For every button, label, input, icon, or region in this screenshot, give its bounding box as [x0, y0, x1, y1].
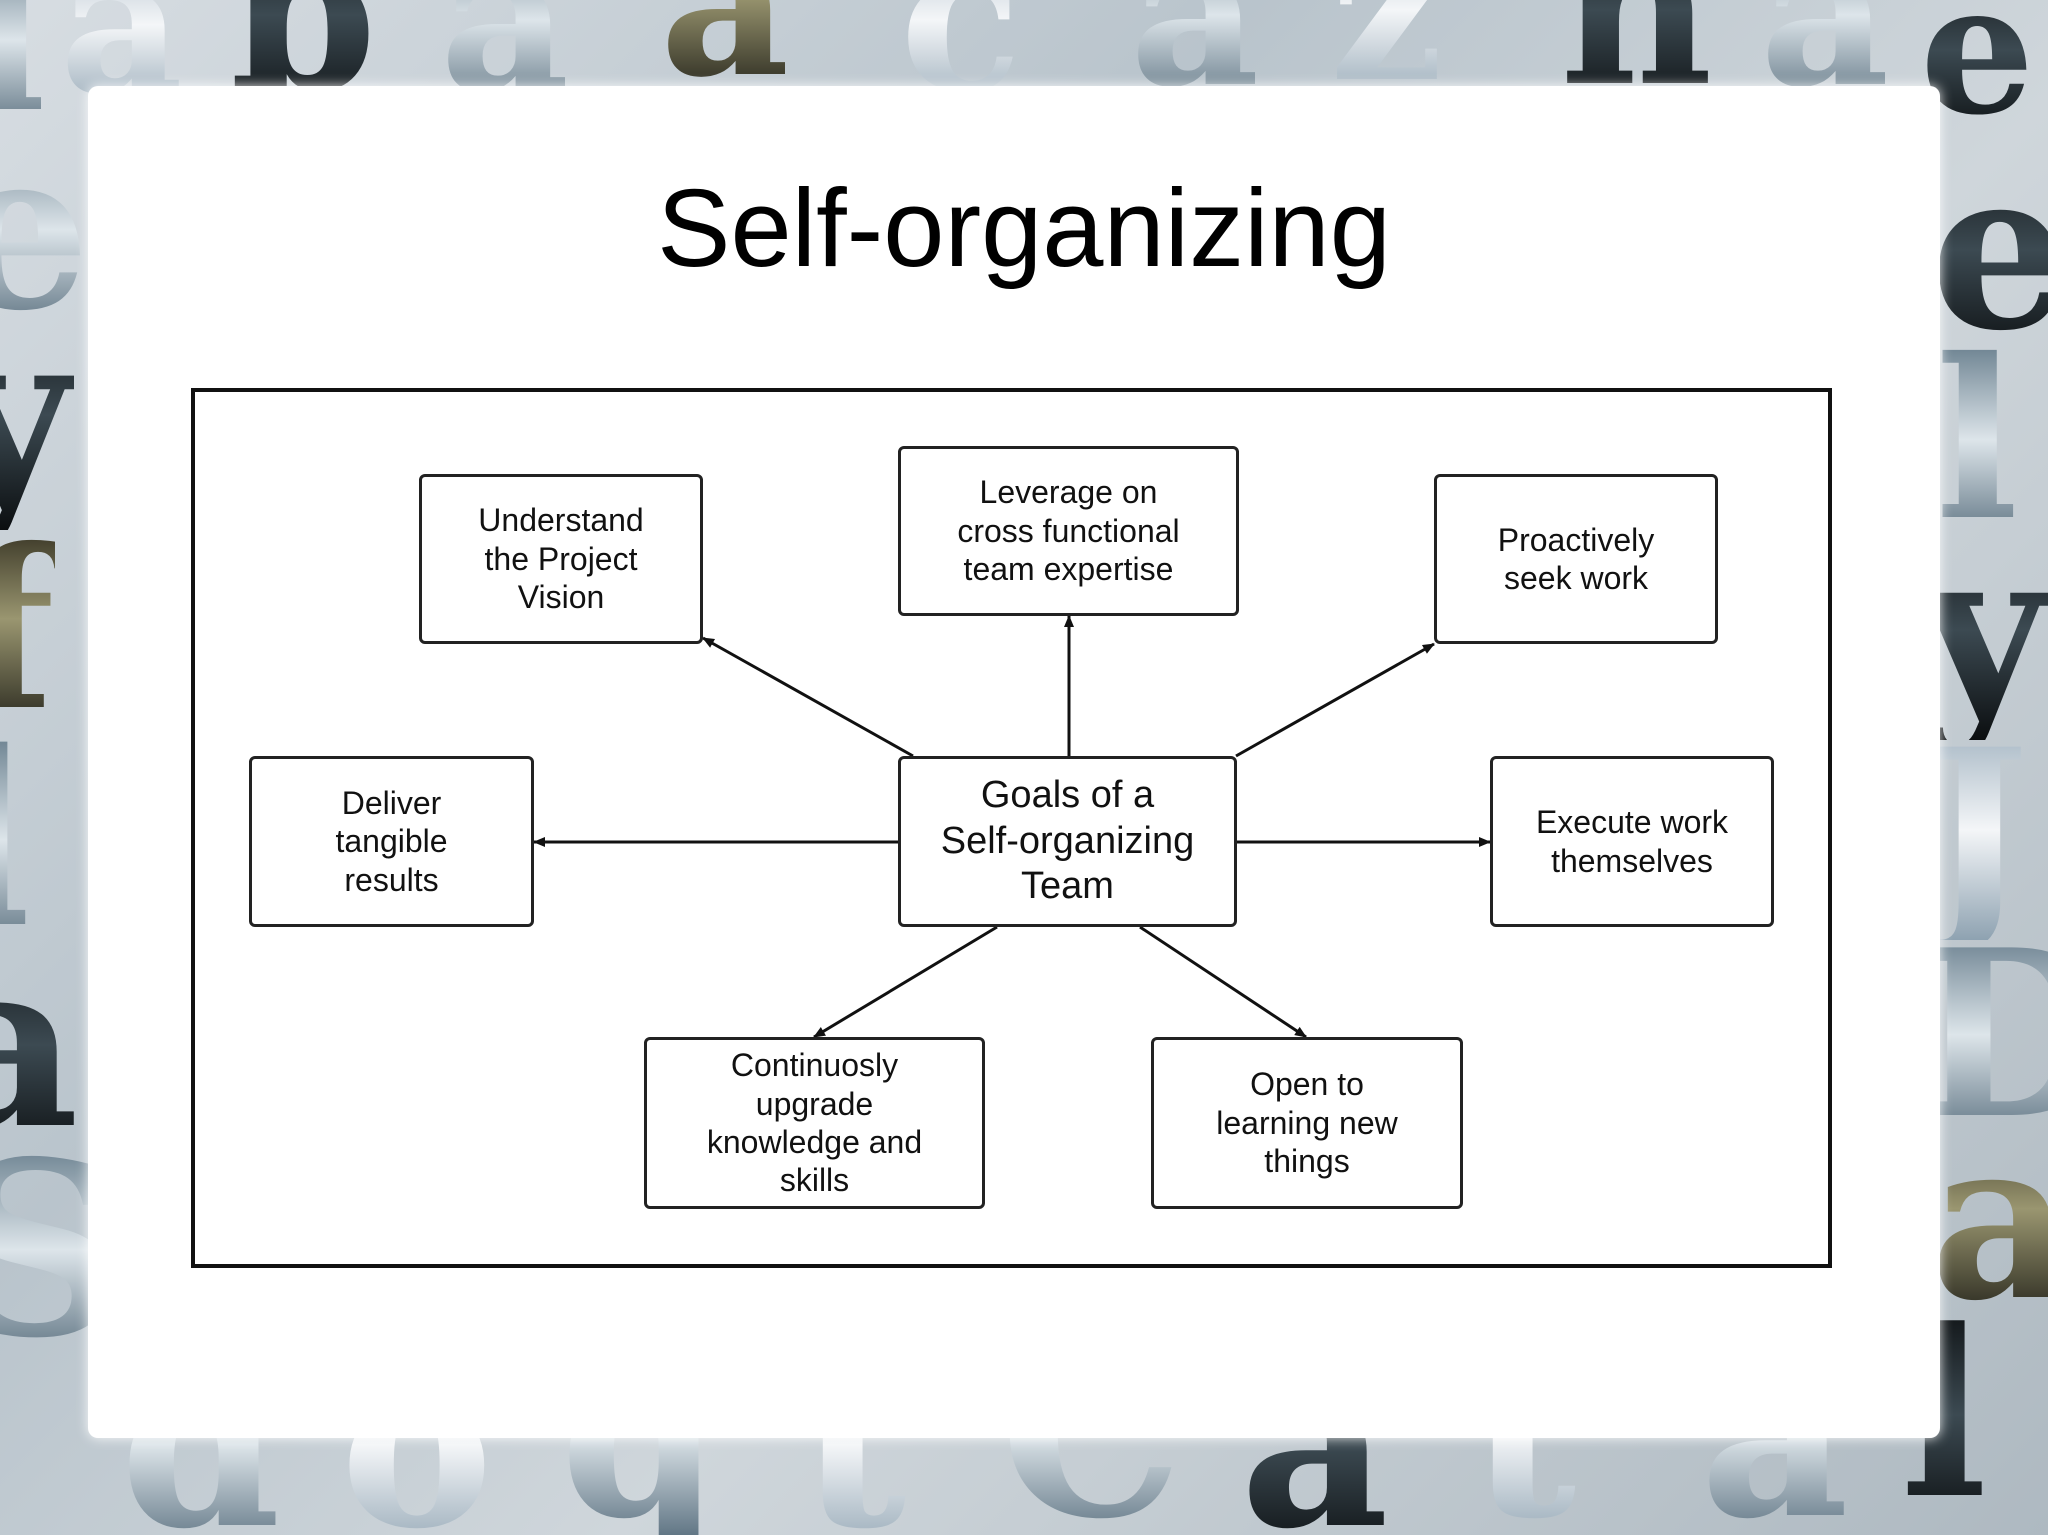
node-proactively-seek-work: Proactively seek work — [1434, 474, 1718, 644]
node-understand-project-vision: Understand the Project Vision — [419, 474, 703, 644]
decorative-glyph: l — [0, 720, 31, 960]
decorative-glyph: a — [0, 930, 79, 1160]
decorative-glyph: l — [0, 0, 46, 140]
decorative-glyph: y — [0, 300, 74, 530]
decorative-glyph: a — [1930, 1110, 2048, 1330]
decorative-glyph: J — [1925, 700, 2030, 959]
node-leverage-cross-functional: Leverage on cross functional team expert… — [898, 446, 1239, 616]
node-open-to-learning: Open to learning new things — [1151, 1037, 1463, 1209]
node-goals-center: Goals of a Self-organizing Team — [898, 756, 1237, 927]
decorative-glyph: e — [1930, 140, 2048, 360]
decorative-glyph: l — [1935, 310, 2019, 569]
node-deliver-tangible-results: Deliver tangible results — [249, 756, 534, 927]
node-execute-work-themselves: Execute work themselves — [1490, 756, 1774, 927]
decorative-glyph: e — [0, 120, 90, 340]
slide-title: Self-organizing — [657, 167, 1391, 290]
decorative-glyph: f — [0, 520, 55, 740]
decorative-glyph: y — [1920, 500, 2048, 759]
node-continuosly-upgrade: Continuosly upgrade knowledge and skills — [644, 1037, 985, 1209]
